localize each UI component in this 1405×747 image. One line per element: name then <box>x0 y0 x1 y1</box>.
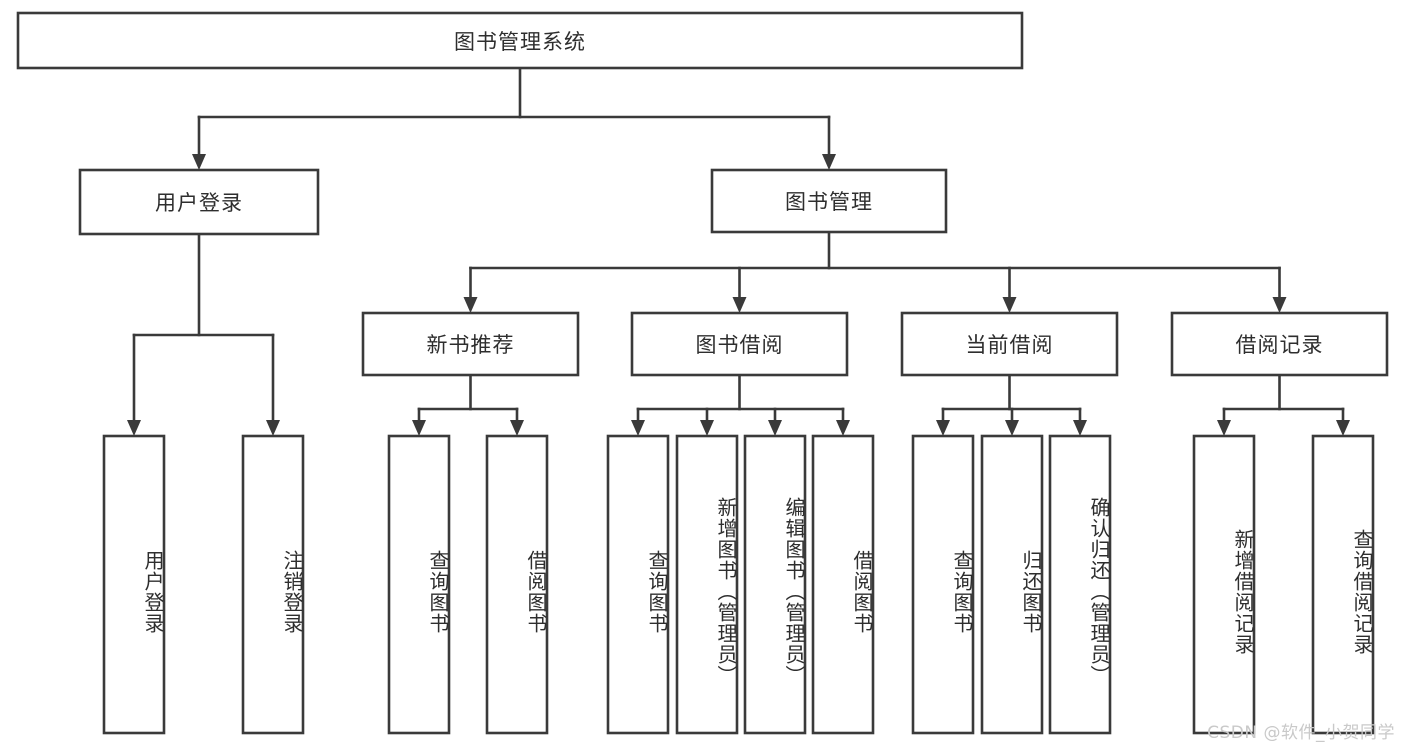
book-borrow-to-bb-edit-book-arrowhead <box>768 420 782 436</box>
book-borrow-to-bb-borrow-book-arrowhead <box>836 420 850 436</box>
new-book-rec-to-nb-query-book-arrowhead <box>412 420 426 436</box>
node-box-nb-query-book[interactable] <box>387 434 451 735</box>
book-manage-to-borrow-records-arrowhead <box>1272 297 1287 313</box>
watermark-text: CSDN @软件_小贺同学 <box>1207 723 1395 743</box>
node-box-current-borrow[interactable] <box>900 311 1119 377</box>
node-box-book-borrow[interactable] <box>630 311 849 377</box>
book-borrow-to-bb-query-book-arrowhead <box>631 420 645 436</box>
node-box-new-book-rec[interactable] <box>361 311 580 377</box>
borrow-records-to-br-add-record-arrowhead <box>1217 420 1231 436</box>
node-box-book-manage[interactable] <box>710 168 948 234</box>
edges-layer <box>127 66 1350 436</box>
book-manage-to-new-book-rec-arrowhead <box>463 297 478 313</box>
node-box-root[interactable] <box>16 11 1024 70</box>
book-borrow-to-bb-add-book-arrowhead <box>700 420 714 436</box>
root-to-book-manage-arrowhead <box>822 154 836 170</box>
node-box-nb-borrow-book[interactable] <box>485 434 549 735</box>
node-box-user-logout[interactable] <box>241 434 305 735</box>
node-box-user-login[interactable] <box>78 168 320 236</box>
new-book-rec-to-nb-borrow-book-arrowhead <box>510 420 524 436</box>
node-box-cb-query-book[interactable] <box>911 434 975 735</box>
nodes-layer <box>16 11 1389 735</box>
node-box-cb-confirm-return[interactable] <box>1048 434 1112 735</box>
node-box-bb-edit-book[interactable] <box>743 434 807 735</box>
node-box-bb-borrow-book[interactable] <box>811 434 875 735</box>
borrow-records-to-br-query-record-arrowhead <box>1336 420 1350 436</box>
user-login-to-user-logout-arrowhead <box>266 420 280 436</box>
book-manage-to-book-borrow-arrowhead <box>732 297 747 313</box>
root-to-user-login-arrowhead <box>192 154 206 170</box>
node-box-cb-return-book[interactable] <box>980 434 1044 735</box>
book-manage-to-current-borrow-arrowhead <box>1002 297 1017 313</box>
node-box-br-add-record[interactable] <box>1192 434 1256 735</box>
current-borrow-to-cb-query-book-arrowhead <box>936 420 950 436</box>
node-box-user-login-do[interactable] <box>102 434 166 735</box>
current-borrow-to-cb-confirm-return-arrowhead <box>1073 420 1087 436</box>
node-box-borrow-records[interactable] <box>1170 311 1389 377</box>
user-login-to-user-login-do-arrowhead <box>127 420 141 436</box>
node-box-br-query-record[interactable] <box>1311 434 1375 735</box>
current-borrow-to-cb-return-book-arrowhead <box>1005 420 1019 436</box>
node-box-bb-add-book[interactable] <box>675 434 739 735</box>
node-box-bb-query-book[interactable] <box>606 434 670 735</box>
